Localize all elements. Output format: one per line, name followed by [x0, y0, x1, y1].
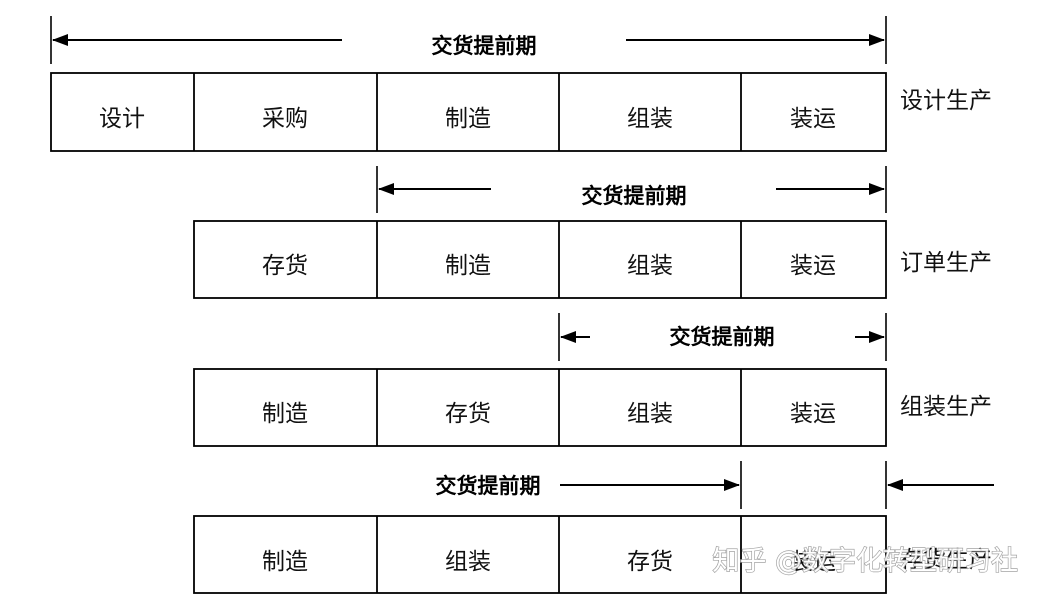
cell-purchase: 采购	[262, 106, 308, 132]
lead-time-label: 交货提前期	[436, 473, 541, 498]
cell-ship: 装运	[790, 549, 836, 575]
row-make-to-order: 交货提前期 存货 制造 组装 装运 订单生产	[193, 166, 992, 299]
mode-label: 组装生产	[900, 394, 992, 420]
cell-inventory: 存货	[627, 549, 673, 575]
lead-time-label: 交货提前期	[670, 324, 775, 349]
mode-label: 存货生产	[900, 547, 992, 573]
cell-ship: 装运	[790, 106, 836, 132]
process-bar	[193, 220, 887, 299]
process-bar	[50, 72, 887, 152]
cell-manufacture: 制造	[445, 253, 491, 279]
process-bar	[193, 368, 887, 447]
cell-assemble: 组装	[445, 549, 491, 575]
cell-design: 设计	[99, 106, 145, 132]
cell-ship: 装运	[790, 253, 836, 279]
mode-label: 设计生产	[900, 88, 992, 114]
cell-manufacture: 制造	[262, 401, 308, 427]
lead-time-label: 交货提前期	[432, 33, 537, 58]
cell-inventory: 存货	[262, 253, 308, 279]
cell-ship: 装运	[790, 401, 836, 427]
row-assemble-to-order: 交货提前期 制造 存货 组装 装运 组装生产	[193, 313, 992, 447]
row-make-to-stock: 交货提前期 制造 组装 存货 装运 存货生产	[193, 461, 994, 594]
mode-label: 订单生产	[900, 250, 992, 276]
row-design-to-order: 交货提前期 设计 采购 制造 组装 装运 设计生产	[50, 16, 992, 152]
watermark: 知乎 @数字化转型研习社	[712, 546, 1018, 577]
cell-assemble: 组装	[627, 253, 673, 279]
process-bar	[193, 515, 887, 594]
cell-inventory: 存货	[445, 401, 491, 427]
cell-assemble: 组装	[627, 401, 673, 427]
cell-assemble: 组装	[627, 106, 673, 132]
cell-manufacture: 制造	[262, 549, 308, 575]
cell-manufacture: 制造	[445, 106, 491, 132]
lead-time-label: 交货提前期	[582, 183, 687, 208]
